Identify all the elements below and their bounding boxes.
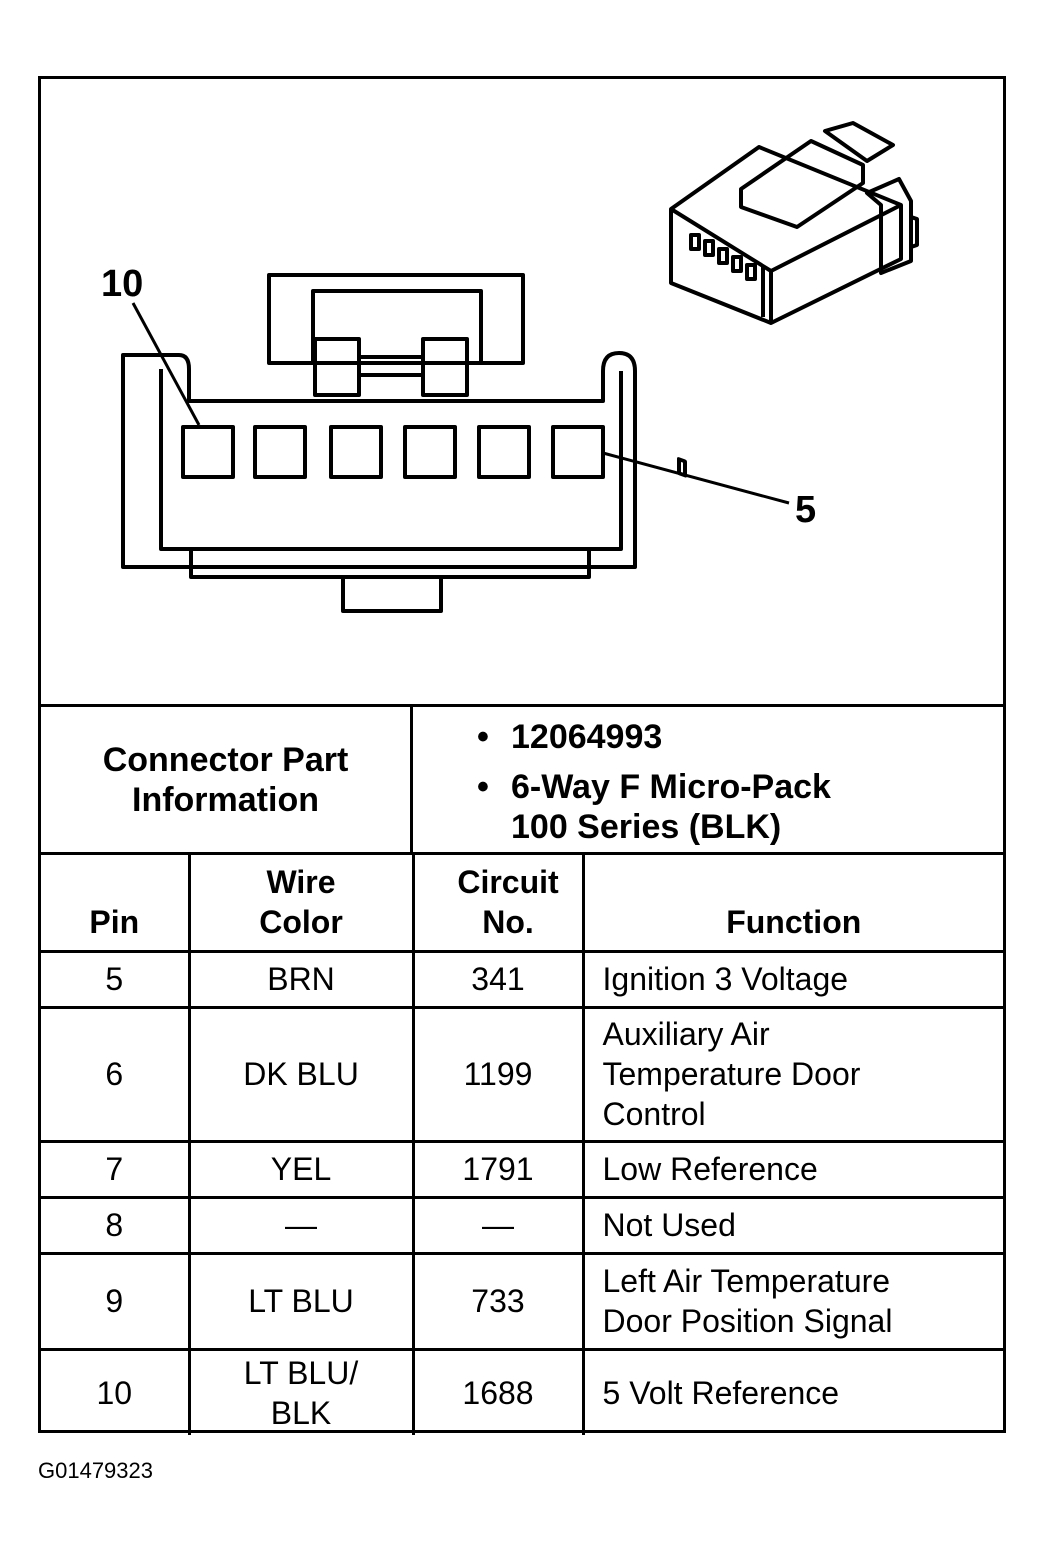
function-cell: Left Air Temperature Door Position Signa… [581, 1251, 1003, 1351]
pin-cell: 9 [41, 1251, 191, 1351]
function-cell: Low Reference [581, 1139, 1003, 1199]
pin-5-callout: 5 [795, 489, 817, 531]
connector-description: 6-Way F Micro-Pack 100 Series (BLK) [413, 767, 871, 847]
header-wire-color: Wire Color [187, 855, 415, 953]
pin-cell: 7 [41, 1139, 191, 1199]
wire-color-cell: YEL [187, 1139, 415, 1199]
wire-color-cell: LT BLU [187, 1251, 415, 1351]
pin-10-leader-line [131, 302, 201, 426]
table-row: 9 LT BLU 733 Left Air Temperature Door P… [41, 1251, 1003, 1351]
connector-isometric-view [669, 121, 919, 478]
table-row: 6 DK BLU 1199 Auxiliary Air Temperature … [41, 1005, 1003, 1143]
circuit-cell: 341 [411, 949, 585, 1009]
pin-cell: 6 [41, 1005, 191, 1143]
connector-diagram: 10 5 [41, 79, 1003, 704]
circuit-cell: 733 [411, 1251, 585, 1351]
circuit-cell: 1791 [411, 1139, 585, 1199]
wire-color-cell: LT BLU/ BLK [187, 1347, 415, 1435]
header-function: Function [581, 855, 1003, 953]
function-cell: Ignition 3 Voltage [581, 949, 1003, 1009]
pin-cell: 5 [41, 949, 191, 1009]
pin-cell: 10 [41, 1347, 191, 1435]
connector-face-drawing [121, 121, 919, 613]
circuit-cell: — [411, 1195, 585, 1255]
header-pin: Pin [41, 855, 191, 953]
pin-5-leader-line [602, 451, 790, 505]
wire-color-cell: BRN [187, 949, 415, 1009]
table-row: 5 BRN 341 Ignition 3 Voltage [41, 949, 1003, 1009]
connector-part-info-label: Connector Part Information [41, 707, 413, 852]
table-row: 7 YEL 1791 Low Reference [41, 1139, 1003, 1199]
table-row: 10 LT BLU/ BLK 1688 5 Volt Reference [41, 1347, 1003, 1435]
pin-10-callout: 10 [101, 263, 144, 305]
connector-front-view [121, 273, 637, 613]
wire-color-cell: DK BLU [187, 1005, 415, 1143]
wire-color-cell: — [187, 1195, 415, 1255]
connector-part-info: Connector Part Information 12064993 6-Wa… [41, 704, 1003, 855]
function-cell: 5 Volt Reference [581, 1347, 1003, 1435]
header-circuit-no: Circuit No. [411, 855, 585, 953]
circuit-cell: 1688 [411, 1347, 585, 1435]
pin-table: Pin Wire Color Circuit No. Function 5 BR… [41, 855, 1003, 1435]
table-row: 8 — — Not Used [41, 1195, 1003, 1255]
pin-cell: 8 [41, 1195, 191, 1255]
function-cell: Auxiliary Air Temperature Door Control [581, 1005, 1003, 1143]
pin-table-header-row: Pin Wire Color Circuit No. Function [41, 855, 1003, 953]
connector-figure: 10 5 Connector Part Information 12064993… [38, 76, 1006, 1435]
circuit-cell: 1199 [411, 1005, 585, 1143]
connector-part-info-list: 12064993 6-Way F Micro-Pack 100 Series (… [413, 707, 1003, 862]
figure-id: G01479323 [38, 1458, 153, 1483]
function-cell: Not Used [581, 1195, 1003, 1255]
part-number: 12064993 [413, 717, 1003, 757]
